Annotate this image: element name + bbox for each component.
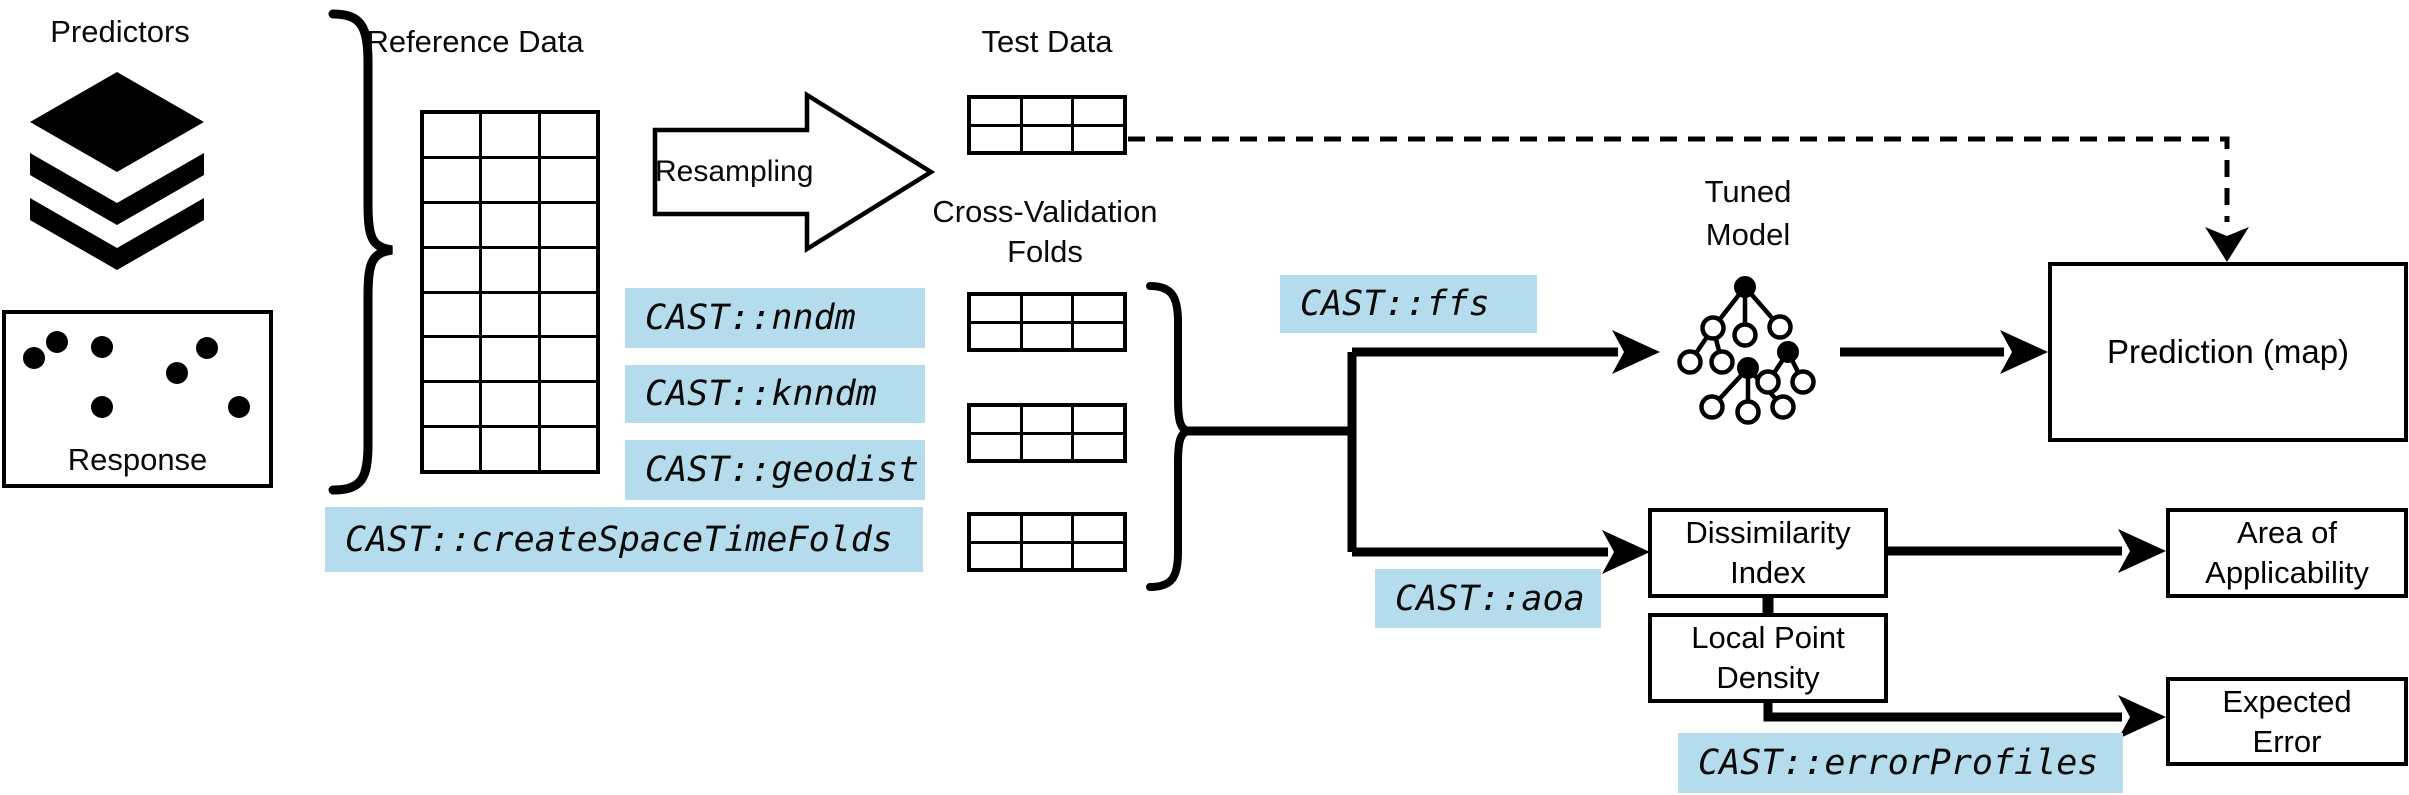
cv-fold-table-2 bbox=[967, 403, 1127, 463]
expected-error-line1: Expected bbox=[2222, 683, 2352, 719]
dissimilarity-index-line2: Index bbox=[1730, 555, 1806, 590]
test-data-table bbox=[967, 95, 1127, 155]
response-box: Response bbox=[2, 310, 273, 488]
table-cell bbox=[482, 383, 538, 426]
reference-data-table bbox=[420, 110, 600, 474]
table-cell bbox=[971, 543, 1020, 568]
table-cell bbox=[1074, 296, 1123, 321]
table-cell bbox=[1074, 323, 1123, 348]
table-cell bbox=[1074, 516, 1123, 541]
table-cell bbox=[540, 338, 596, 381]
area-of-applicability-box: Area of Applicability bbox=[2166, 508, 2408, 598]
predictors-label: Predictors bbox=[50, 14, 190, 49]
flow-branch-line bbox=[1188, 352, 1357, 552]
dissimilarity-index-line1: Dissimilarity bbox=[1685, 515, 1851, 550]
cv-folds-label: Cross-Validation Folds bbox=[880, 192, 1210, 272]
table-cell bbox=[424, 203, 480, 246]
arrow-lpd-to-error bbox=[1763, 701, 2122, 722]
table-cell bbox=[1074, 99, 1123, 124]
test-data-label: Test Data bbox=[981, 24, 1113, 59]
prediction-label: Prediction (map) bbox=[2106, 333, 2350, 370]
arrowhead bbox=[1612, 330, 1660, 374]
table-cell bbox=[971, 296, 1020, 321]
local-point-density-line1: Local Point bbox=[1691, 620, 1845, 655]
table-cell bbox=[1074, 126, 1123, 151]
fn-geodist: CAST::geodist bbox=[625, 440, 925, 500]
cv-folds-label-line2: Folds bbox=[1007, 234, 1083, 269]
table-cell bbox=[424, 248, 480, 291]
cv-fold-table-1 bbox=[967, 292, 1127, 352]
prediction-box: Prediction (map) bbox=[2048, 262, 2408, 442]
area-of-applicability-line1: Area of bbox=[2237, 515, 2337, 550]
scatter-points-icon bbox=[23, 331, 250, 418]
tuned-model-label-line1: Tuned bbox=[1704, 174, 1792, 209]
left-curly-brace-icon bbox=[328, 9, 393, 495]
table-cell bbox=[482, 248, 538, 291]
table-cell bbox=[482, 293, 538, 336]
table-cell bbox=[540, 114, 596, 156]
table-cell bbox=[482, 158, 538, 201]
table-cell bbox=[424, 383, 480, 426]
fn-aoa: CAST::aoa bbox=[1375, 569, 1601, 628]
table-cell bbox=[540, 203, 596, 246]
expected-error-line2: Error bbox=[2252, 723, 2322, 759]
table-cell bbox=[1022, 407, 1072, 432]
table-cell bbox=[540, 293, 596, 336]
table-cell bbox=[971, 434, 1020, 459]
area-of-applicability-line2: Applicability bbox=[2205, 555, 2369, 590]
arrowhead bbox=[2118, 529, 2166, 573]
arrowhead bbox=[2118, 695, 2166, 739]
table-cell bbox=[482, 114, 538, 156]
table-cell bbox=[540, 383, 596, 426]
table-cell bbox=[424, 428, 480, 470]
resampling-label: Resampling bbox=[655, 155, 814, 188]
arrowhead bbox=[2000, 330, 2048, 374]
table-cell bbox=[424, 158, 480, 201]
fn-create-space-time-folds: CAST::createSpaceTimeFolds bbox=[325, 507, 923, 572]
table-cell bbox=[1022, 323, 1072, 348]
fn-knndm: CAST::knndm bbox=[625, 365, 925, 423]
table-cell bbox=[424, 338, 480, 381]
fn-nndm: CAST::nndm bbox=[625, 288, 925, 348]
table-cell bbox=[971, 407, 1020, 432]
table-cell bbox=[424, 293, 480, 336]
table-cell bbox=[482, 428, 538, 470]
table-cell bbox=[424, 114, 480, 156]
table-cell bbox=[540, 248, 596, 291]
table-cell bbox=[482, 338, 538, 381]
table-cell bbox=[1022, 99, 1072, 124]
cv-fold-table-3 bbox=[967, 512, 1127, 572]
reference-data-label: Reference Data bbox=[366, 24, 584, 59]
dashed-arrowhead bbox=[2205, 227, 2249, 262]
local-point-density-box: Local Point Density bbox=[1648, 613, 1888, 703]
table-cell bbox=[1022, 296, 1072, 321]
response-label: Response bbox=[67, 442, 208, 477]
tuned-model-label-line2: Model bbox=[1705, 217, 1791, 252]
dissimilarity-index-box: Dissimilarity Index bbox=[1648, 508, 1888, 598]
table-cell bbox=[971, 99, 1020, 124]
table-cell bbox=[1074, 407, 1123, 432]
fn-ffs: CAST::ffs bbox=[1280, 275, 1537, 333]
table-cell bbox=[1022, 543, 1072, 568]
table-cell bbox=[540, 158, 596, 201]
table-cell bbox=[1074, 543, 1123, 568]
tuned-model-label: Tuned Model bbox=[1648, 170, 1848, 256]
table-cell bbox=[1022, 126, 1072, 151]
table-cell bbox=[971, 126, 1020, 151]
table-cell bbox=[1074, 434, 1123, 459]
expected-error-box: Expected Error bbox=[2166, 677, 2408, 766]
fn-error-profiles: CAST::errorProfiles bbox=[1678, 733, 2123, 793]
table-cell bbox=[971, 516, 1020, 541]
local-point-density-line2: Density bbox=[1716, 660, 1820, 695]
table-cell bbox=[1022, 516, 1072, 541]
table-cell bbox=[1022, 434, 1072, 459]
layers-icon bbox=[30, 72, 204, 270]
table-cell bbox=[482, 203, 538, 246]
table-cell bbox=[540, 428, 596, 470]
cv-folds-label-line1: Cross-Validation bbox=[932, 194, 1158, 229]
table-cell bbox=[971, 323, 1020, 348]
right-curly-brace-icon bbox=[1146, 282, 1190, 591]
arrowhead bbox=[1602, 530, 1650, 574]
decision-trees-icon bbox=[1677, 276, 1816, 425]
